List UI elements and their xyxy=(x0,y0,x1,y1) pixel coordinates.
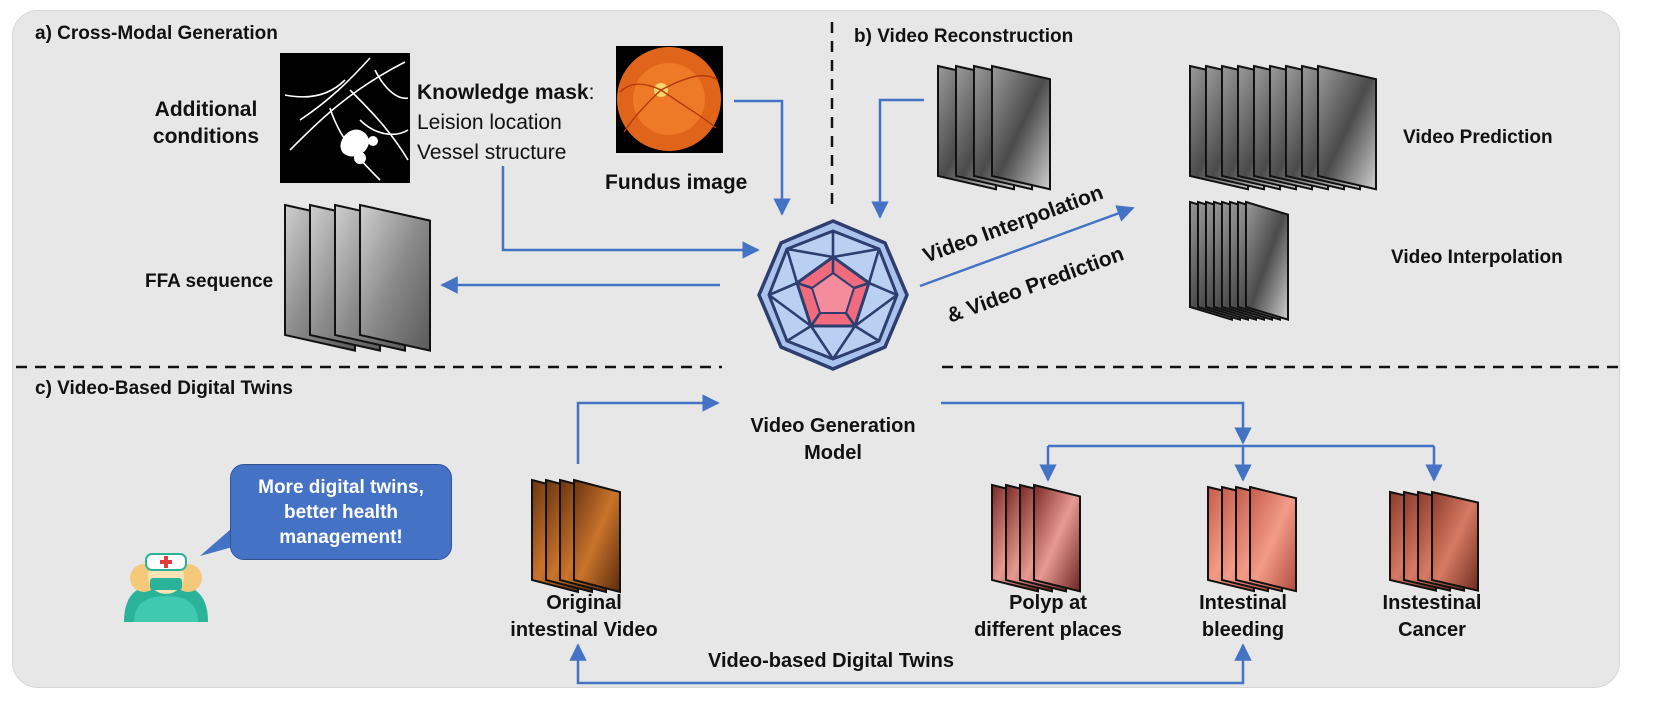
digital-twins-bottom-label: Video-based Digital Twins xyxy=(708,650,954,672)
bleeding-frames xyxy=(1207,485,1297,593)
original-intestinal-frames xyxy=(531,478,621,594)
fundus-to-model-arrow xyxy=(734,99,791,216)
video-frame xyxy=(1431,490,1479,592)
original-to-model-arrow xyxy=(576,394,720,464)
cancer-label: Instestinal Cancer xyxy=(1362,590,1502,644)
video-prediction-label: Video Prediction xyxy=(1403,127,1553,148)
fundus-image-label: Fundus image xyxy=(605,171,748,194)
polyp-label: Polyp at different places xyxy=(968,590,1128,644)
reconstruction-input-frames xyxy=(937,64,1051,191)
model-label-line-1: Video Generation xyxy=(750,415,916,437)
additional-conditions-line-1: Additional xyxy=(154,98,258,121)
mask-to-model-arrow xyxy=(501,166,760,259)
bleeding-label: Intestinal bleeding xyxy=(1173,590,1313,644)
bubble-line-1: More digital twins, xyxy=(258,477,424,498)
polyp-line-2: different places xyxy=(974,619,1122,641)
video-frame xyxy=(1317,64,1377,191)
ffa-sequence-frames xyxy=(284,203,431,352)
video-frame xyxy=(1249,485,1297,593)
video-prediction-frames xyxy=(1189,64,1377,191)
video-generation-model-label: Video Generation Model xyxy=(733,413,933,467)
additional-conditions-line-2: conditions xyxy=(152,125,260,148)
video-frame xyxy=(573,478,621,594)
digital-twins-bidirectional-arrow xyxy=(569,643,1252,685)
section-c-title: c) Video-Based Digital Twins xyxy=(35,378,293,399)
model-to-twins-arrow xyxy=(941,401,1252,445)
bleeding-line-2: bleeding xyxy=(1201,619,1285,641)
polyp-line-1: Polyp at xyxy=(1009,592,1087,614)
speech-bubble: More digital twins, better health manage… xyxy=(230,464,452,560)
bubble-line-2: better health xyxy=(283,502,399,523)
original-video-label: Original intestinal Video xyxy=(494,590,674,644)
polyp-frames xyxy=(991,483,1081,593)
video-generation-model-icon xyxy=(757,219,909,371)
video-input-to-model-arrow xyxy=(871,98,924,219)
model-to-reconstruction-arrow xyxy=(919,205,1135,288)
additional-conditions-label: Additional conditions xyxy=(146,96,266,150)
video-interpolation-label: Video Interpolation xyxy=(1391,247,1563,268)
knowledge-mask-item-vessel: Vessel structure xyxy=(417,141,567,164)
original-video-line-1: Original xyxy=(546,592,622,614)
video-frame xyxy=(359,203,431,352)
video-frame xyxy=(1033,483,1081,593)
bleeding-line-1: Intestinal xyxy=(1199,592,1287,614)
cancer-line-2: Cancer xyxy=(1398,619,1466,641)
section-b-title: b) Video Reconstruction xyxy=(854,26,1074,47)
bubble-line-3: management! xyxy=(279,527,403,548)
knowledge-mask-image xyxy=(280,53,410,183)
knowledge-mask-title: Knowledge mask xyxy=(417,81,589,104)
fundus-image xyxy=(616,46,723,153)
knowledge-mask-colon: : xyxy=(588,81,595,104)
section-a-title: a) Cross-Modal Generation xyxy=(35,23,278,44)
knowledge-mask-item-lesion: Leision location xyxy=(417,111,562,134)
video-frame xyxy=(991,64,1051,191)
ffa-sequence-label: FFA sequence xyxy=(145,271,274,292)
knowledge-mask-text: Knowledge mask: Leision location Vessel … xyxy=(417,79,594,169)
doctor-icon xyxy=(124,553,208,622)
video-frame xyxy=(1245,200,1289,321)
model-label-line-2: Model xyxy=(804,442,862,464)
video-interpolation-frames xyxy=(1189,200,1289,321)
original-video-line-2: intestinal Video xyxy=(510,619,658,641)
cancer-line-1: Instestinal xyxy=(1382,592,1482,614)
cancer-frames xyxy=(1389,490,1479,592)
